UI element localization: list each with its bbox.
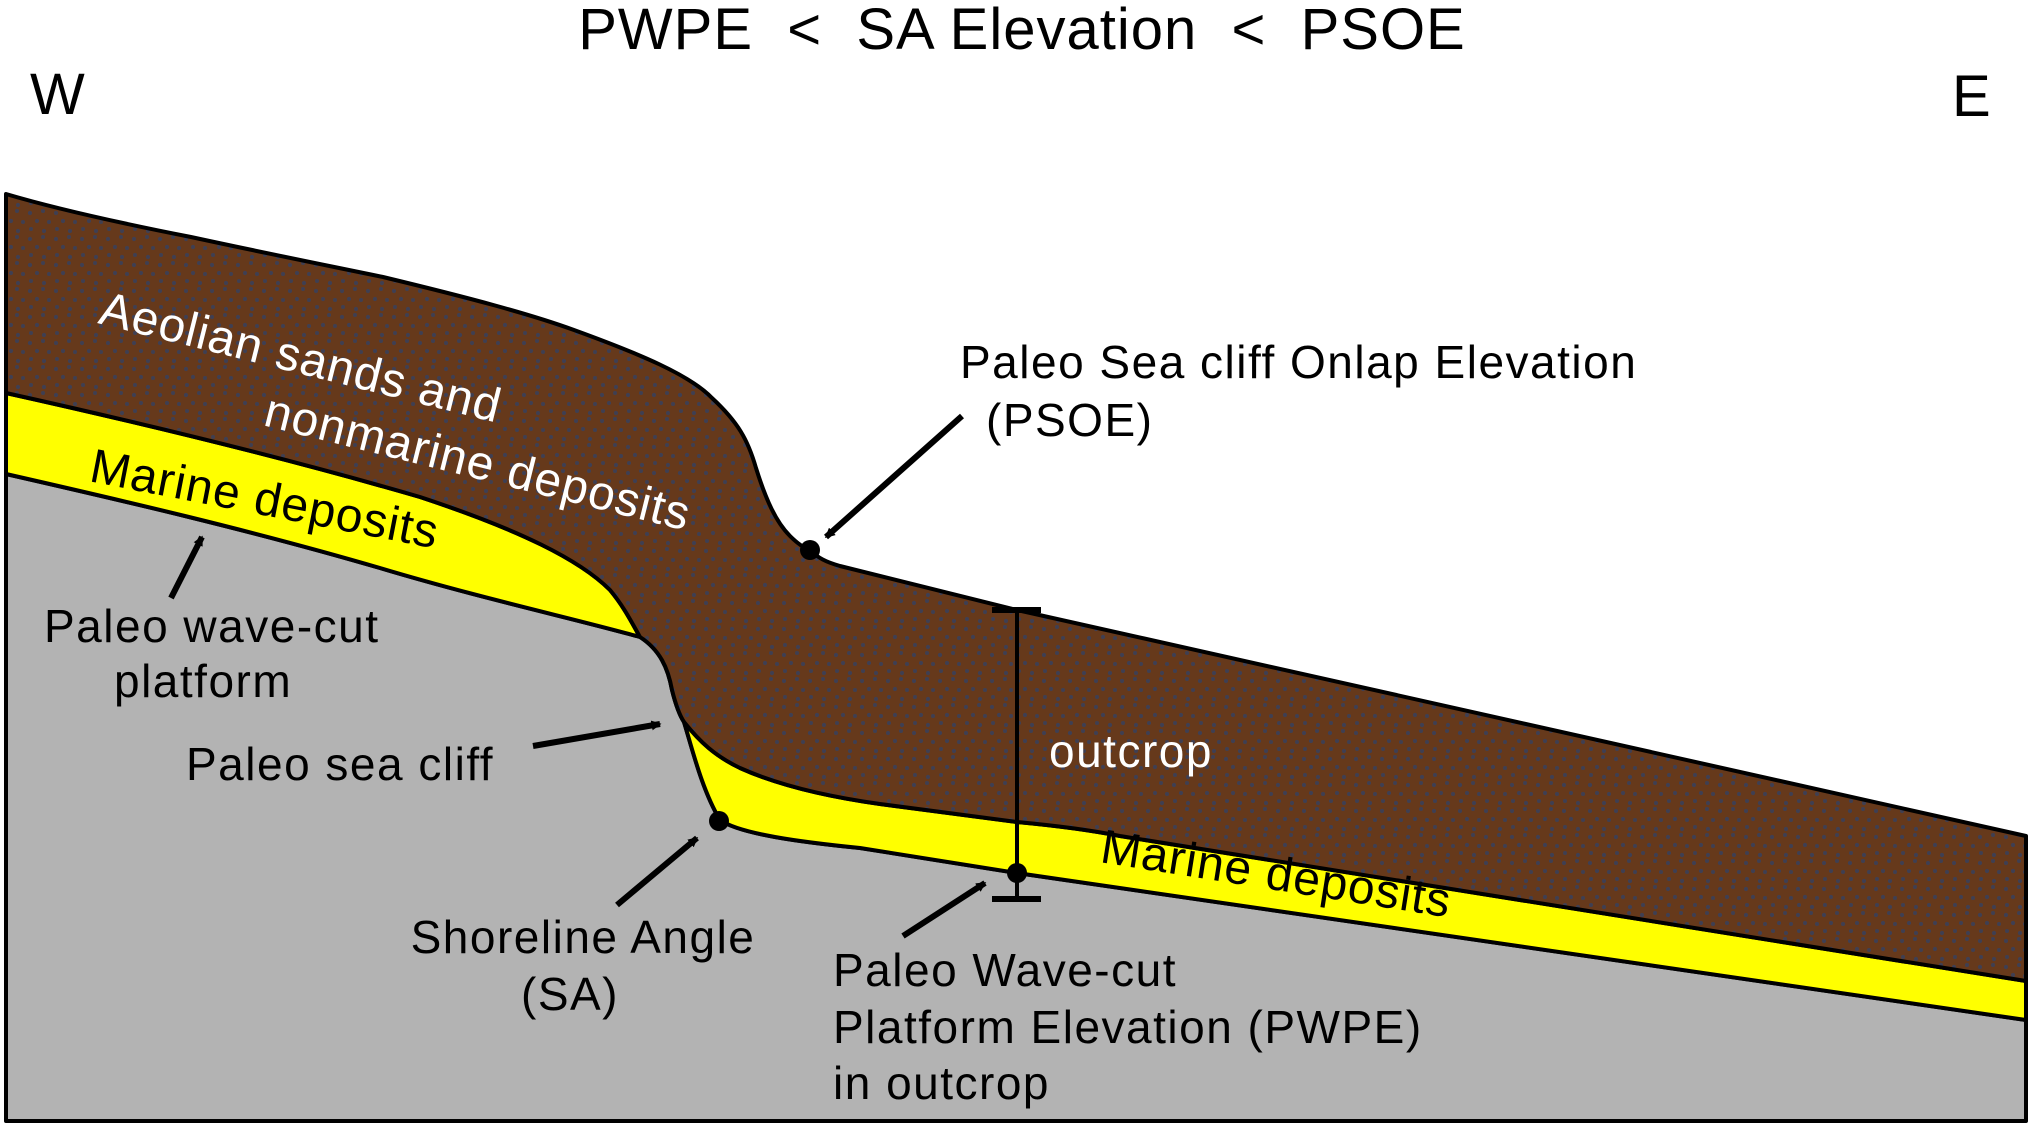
psoe-label-line2: (PSOE) xyxy=(986,394,1153,446)
sea-cliff-arrow xyxy=(532,720,662,749)
outcrop-label: outcrop xyxy=(1049,725,1213,777)
psoe-label-line1: Paleo Sea cliff Onlap Elevation xyxy=(960,336,1637,388)
psoe-arrow xyxy=(824,413,964,540)
outcrop-measure-bar xyxy=(992,607,1041,902)
wave-cut-platform-label-line1: Paleo wave-cut xyxy=(44,600,380,652)
aeolian-sands-layer xyxy=(4,192,2028,983)
shoreline-angle-label-line2: (SA) xyxy=(521,968,619,1020)
shoreline-angle-arrow xyxy=(615,835,699,908)
diagram-title: PWPE < SA Elevation < PSOE xyxy=(578,0,1466,62)
sea-cliff-label: Paleo sea cliff xyxy=(186,738,494,790)
wave-cut-platform-arrow xyxy=(168,535,205,600)
pwpe-point-marker xyxy=(1007,863,1027,883)
psoe-point-marker xyxy=(800,540,820,560)
pwpe-label-line1: Paleo Wave-cut xyxy=(833,944,1177,996)
direction-east: E xyxy=(1952,64,1991,129)
pwpe-label-line3: in outcrop xyxy=(833,1057,1050,1109)
shoreline-angle-label-line1: Shoreline Angle xyxy=(411,911,756,963)
pwpe-arrow xyxy=(901,880,987,939)
wave-cut-platform-label-line2: platform xyxy=(114,655,292,707)
sa-point-marker xyxy=(709,811,729,831)
pwpe-label-line2: Platform Elevation (PWPE) xyxy=(833,1001,1423,1053)
direction-west: W xyxy=(30,62,85,127)
